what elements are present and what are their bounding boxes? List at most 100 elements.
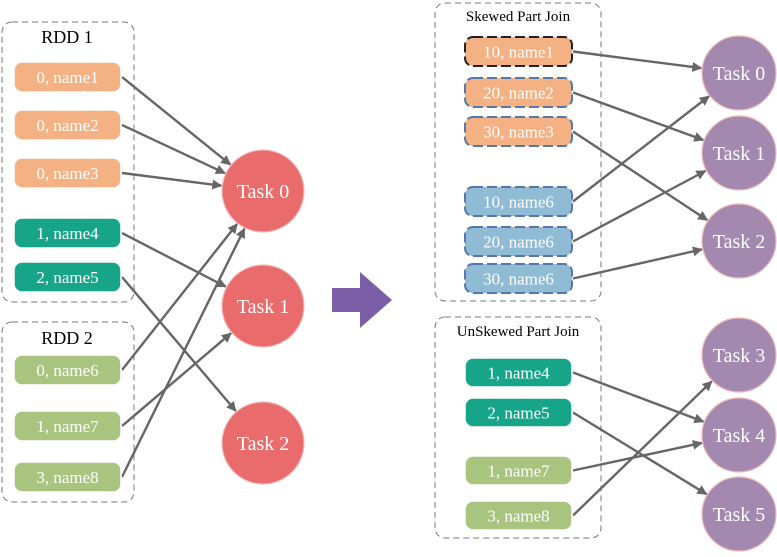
unskewed-item-0: 1, name4 bbox=[464, 357, 573, 388]
rdd2-group bbox=[1, 321, 135, 503]
skewed-item-1-box bbox=[464, 77, 573, 108]
left-task-2-circle bbox=[221, 401, 305, 485]
edges-layer bbox=[120, 50, 713, 517]
rdd2-item-0-box bbox=[13, 354, 122, 386]
skewed-item-2-label: 30, name3 bbox=[483, 123, 554, 142]
rdd1-title: RDD 1 bbox=[41, 27, 93, 47]
skewed-item-1-label: 20, name2 bbox=[483, 84, 554, 103]
skewed-group bbox=[434, 2, 602, 302]
left-task-0-label: Task 0 bbox=[237, 181, 289, 203]
rdd2-item-2-box bbox=[13, 461, 122, 493]
unskewed-item-1-label: 2, name5 bbox=[487, 404, 549, 423]
unskewed-item-3: 3, name8 bbox=[464, 500, 573, 531]
edge-rdd1-1-task0 bbox=[121, 123, 226, 175]
right-task-0-label: Task 0 bbox=[713, 63, 765, 85]
rdd1-item-2-box bbox=[13, 157, 122, 189]
rdd1-item-2-label: 0, name3 bbox=[36, 164, 98, 183]
rdd1-item-4: 2, name5 bbox=[13, 261, 122, 293]
rdd1-item-4-box bbox=[13, 261, 122, 293]
edge-skew-1-task1 bbox=[572, 91, 705, 142]
right-task-4-circle bbox=[701, 397, 777, 473]
skewed-item-3-box bbox=[464, 186, 573, 217]
skewed-item-1: 20, name2 bbox=[464, 77, 573, 108]
rdd1-item-3: 1, name4 bbox=[13, 217, 122, 249]
rdd1-item-4-label: 2, name5 bbox=[36, 268, 98, 287]
skewed-item-2: 30, name3 bbox=[464, 116, 573, 147]
rdd1-item-1: 0, name2 bbox=[13, 109, 122, 141]
right-task-5: Task 5 bbox=[701, 476, 777, 552]
left-task-1: Task 1 bbox=[221, 264, 305, 348]
left-task-0-circle bbox=[221, 149, 305, 233]
transform-arrow-icon bbox=[332, 272, 392, 328]
unskewed-item-1: 2, name5 bbox=[464, 397, 573, 428]
rdd1-item-0: 0, name1 bbox=[13, 61, 122, 93]
rdd1-item-1-box bbox=[13, 109, 122, 141]
rdd1-item-0-label: 0, name1 bbox=[36, 68, 98, 87]
edge-skew-5-task2 bbox=[572, 246, 703, 280]
rdd1-item-0-box bbox=[13, 61, 122, 93]
skewed-item-5: 30, name6 bbox=[464, 263, 573, 294]
skewed-item-3: 10, name6 bbox=[464, 186, 573, 217]
edge-rdd2-0-task0 bbox=[121, 223, 238, 371]
edge-rdd1-4-task2 bbox=[121, 276, 237, 412]
unskewed-item-2-box bbox=[464, 455, 573, 486]
unskewed-item-0-box bbox=[464, 357, 573, 388]
rdd1-item-3-box bbox=[13, 217, 122, 249]
rdd2-title: RDD 2 bbox=[41, 328, 93, 348]
skewed-item-2-box bbox=[464, 116, 573, 147]
rdd2-item-1-box bbox=[13, 410, 122, 442]
skewed-item-3-label: 10, name6 bbox=[483, 193, 554, 212]
right-task-2: Task 2 bbox=[701, 203, 777, 279]
edge-unsk-2-task4 bbox=[572, 439, 703, 472]
right-task-0-circle bbox=[701, 35, 777, 111]
right-task-0: Task 0 bbox=[701, 35, 777, 111]
rdd2-item-2-label: 3, name8 bbox=[36, 468, 98, 487]
skewed-title: Skewed Part Join bbox=[466, 9, 571, 25]
right-task-4: Task 4 bbox=[701, 397, 777, 473]
left-task-1-circle bbox=[221, 264, 305, 348]
edge-rdd1-2-task0 bbox=[121, 171, 223, 190]
left-task-2-label: Task 2 bbox=[237, 433, 289, 455]
unskewed-item-3-label: 3, name8 bbox=[487, 507, 549, 526]
unskewed-group bbox=[434, 316, 602, 539]
edge-unsk-0-task4 bbox=[572, 371, 705, 424]
right-task-4-label: Task 4 bbox=[713, 425, 765, 447]
rdd1-item-3-label: 1, name4 bbox=[36, 224, 99, 243]
rdd2-item-0-label: 0, name6 bbox=[36, 361, 98, 380]
right-task-1: Task 1 bbox=[701, 115, 777, 191]
right-task-5-label: Task 5 bbox=[713, 504, 765, 526]
skewed-item-5-box bbox=[464, 263, 573, 294]
edge-skew-2-task2 bbox=[572, 130, 709, 222]
right-task-3: Task 3 bbox=[701, 317, 777, 393]
edge-rdd2-1-task1 bbox=[121, 332, 232, 427]
rdd2-item-0: 0, name6 bbox=[13, 354, 122, 386]
left-task-2: Task 2 bbox=[221, 401, 305, 485]
skewed-item-4-box bbox=[464, 226, 573, 257]
rdd2-item-2: 3, name8 bbox=[13, 461, 122, 493]
unskewed-item-0-label: 1, name4 bbox=[487, 364, 550, 383]
skewed-item-0: 10, name1 bbox=[464, 36, 573, 67]
rdd1-item-1-label: 0, name2 bbox=[36, 116, 98, 135]
right-task-1-circle bbox=[701, 115, 777, 191]
rdd1-group bbox=[1, 21, 135, 303]
nodes-layer: 0, name1 0, name2 0, name3 1, name4 2, name5… bbox=[13, 35, 777, 552]
unskewed-item-1-box bbox=[464, 397, 573, 428]
right-task-1-label: Task 1 bbox=[713, 143, 765, 165]
skewed-item-0-label: 10, name1 bbox=[483, 43, 554, 62]
edge-rdd1-3-task1 bbox=[121, 231, 227, 288]
edge-rdd2-2-task0 bbox=[120, 227, 246, 478]
unskewed-title: UnSkewed Part Join bbox=[457, 324, 580, 340]
skewed-item-4-label: 20, name6 bbox=[483, 233, 554, 252]
unskewed-item-2: 1, name7 bbox=[464, 455, 573, 486]
skewed-item-5-label: 30, name6 bbox=[483, 270, 554, 289]
rdd1-item-2: 0, name3 bbox=[13, 157, 122, 189]
left-task-0: Task 0 bbox=[221, 149, 305, 233]
edge-skew-3-task0 bbox=[572, 95, 710, 203]
edge-unsk-3-task3 bbox=[572, 380, 713, 517]
unskewed-item-2-label: 1, name7 bbox=[487, 462, 550, 481]
unskewed-item-3-box bbox=[464, 500, 573, 531]
rdd2-item-1: 1, name7 bbox=[13, 410, 122, 442]
right-task-2-circle bbox=[701, 203, 777, 279]
right-task-5-circle bbox=[701, 476, 777, 552]
